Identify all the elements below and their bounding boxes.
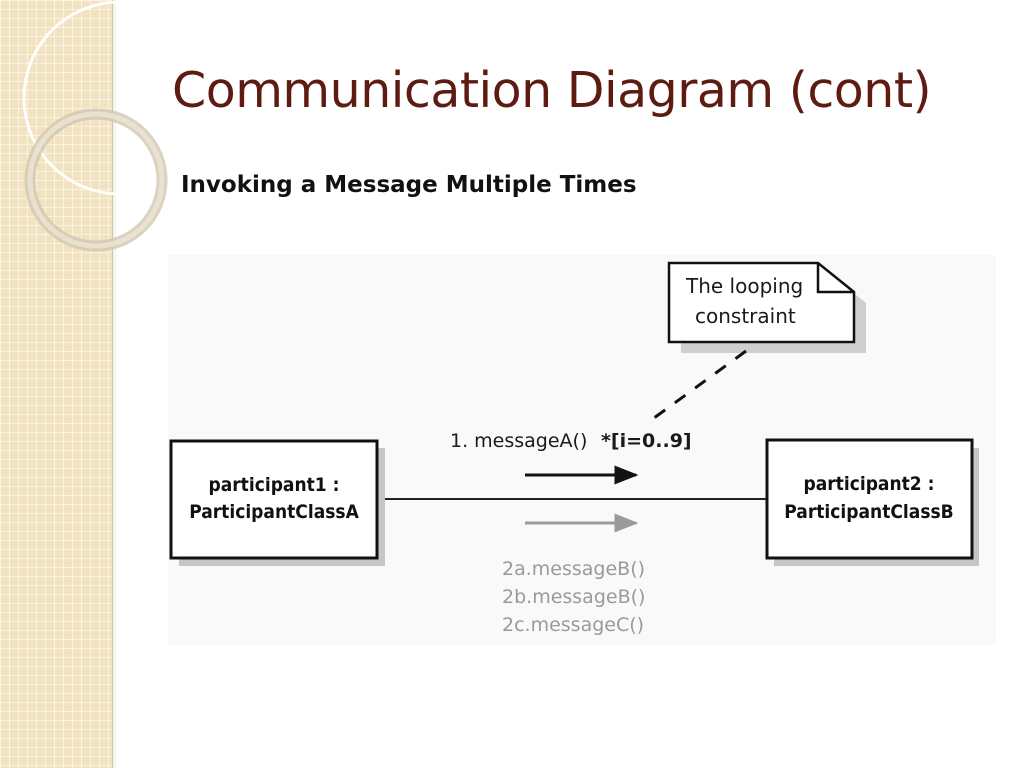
- decorative-rings: [22, 0, 218, 252]
- note-text-line1: The looping: [685, 274, 803, 298]
- communication-diagram: The looping constraint participant1 : Pa…: [169, 261, 979, 636]
- participant1-box: participant1 : ParticipantClassA: [169, 439, 385, 566]
- participant1-label-line2: ParticipantClassA: [189, 501, 359, 523]
- message-1-group: 1. messageA() *[i=0..9]: [450, 430, 692, 485]
- message-2-group: 2a.messageB() 2b.messageB() 2c.messageC(…: [502, 513, 645, 636]
- participant2-label-line2: ParticipantClassB: [784, 501, 953, 523]
- slide-title: Communication Diagram (cont): [172, 62, 932, 119]
- note-looping-constraint: The looping constraint: [667, 261, 866, 353]
- decorative-ring-small-inner: [27, 111, 165, 249]
- note-shape: [667, 261, 856, 344]
- message-1-constraint: *[i=0..9]: [601, 430, 692, 452]
- participant1-label-line1: participant1 :: [208, 474, 339, 496]
- slide-subtitle: Invoking a Message Multiple Times: [181, 172, 637, 198]
- message-2a-label: 2a.messageB(): [502, 558, 645, 580]
- note-text-line2: constraint: [695, 304, 796, 328]
- note-anchor-dashed-line: [653, 349, 747, 420]
- participant1-rect: [169, 439, 379, 560]
- participant2-box: participant2 : ParticipantClassB: [765, 438, 979, 566]
- message-2c-label: 2c.messageC(): [502, 614, 644, 636]
- message-1-label: 1. messageA(): [450, 430, 587, 452]
- message-2b-label: 2b.messageB(): [502, 586, 645, 608]
- participant2-rect: [765, 438, 974, 560]
- decorative-ring-large: [22, 0, 218, 196]
- note-fold: [816, 263, 854, 294]
- side-band-shadow: [112, 0, 118, 768]
- participant2-label-line1: participant2 :: [803, 473, 934, 495]
